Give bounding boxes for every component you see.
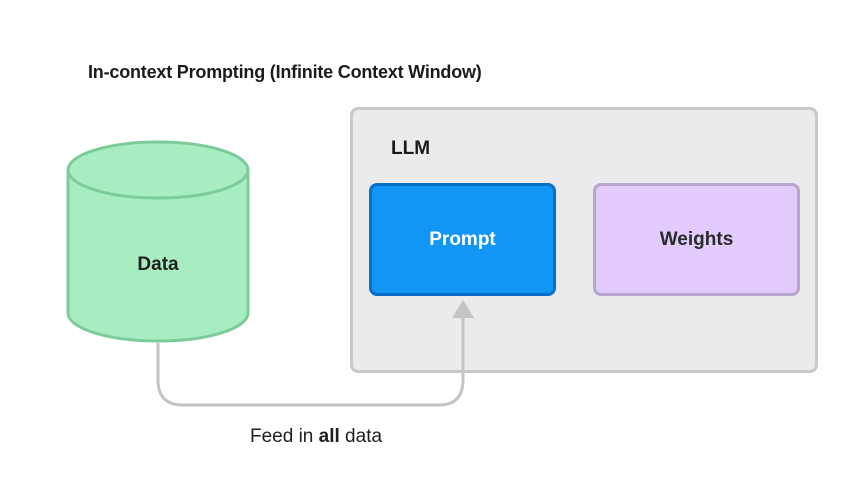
weights-box: Weights	[593, 183, 800, 296]
feed-arrowhead	[452, 300, 474, 318]
data-label: Data	[137, 254, 179, 275]
data-cylinder	[66, 140, 250, 343]
caption-bold: all	[318, 426, 340, 447]
diagram-title: In-context Prompting (Infinite Context W…	[88, 62, 482, 82]
prompt-label: Prompt	[429, 228, 496, 250]
feed-caption: Feed in all data	[250, 426, 382, 448]
cylinder-body	[66, 168, 250, 343]
caption-prefix: Feed in	[250, 426, 319, 447]
caption-suffix: data	[339, 426, 383, 447]
feed-connector	[156, 318, 465, 407]
llm-label: LLM	[391, 138, 431, 159]
weights-label: Weights	[659, 228, 734, 250]
prompt-box: Prompt	[369, 183, 556, 296]
cylinder-top	[66, 140, 250, 200]
